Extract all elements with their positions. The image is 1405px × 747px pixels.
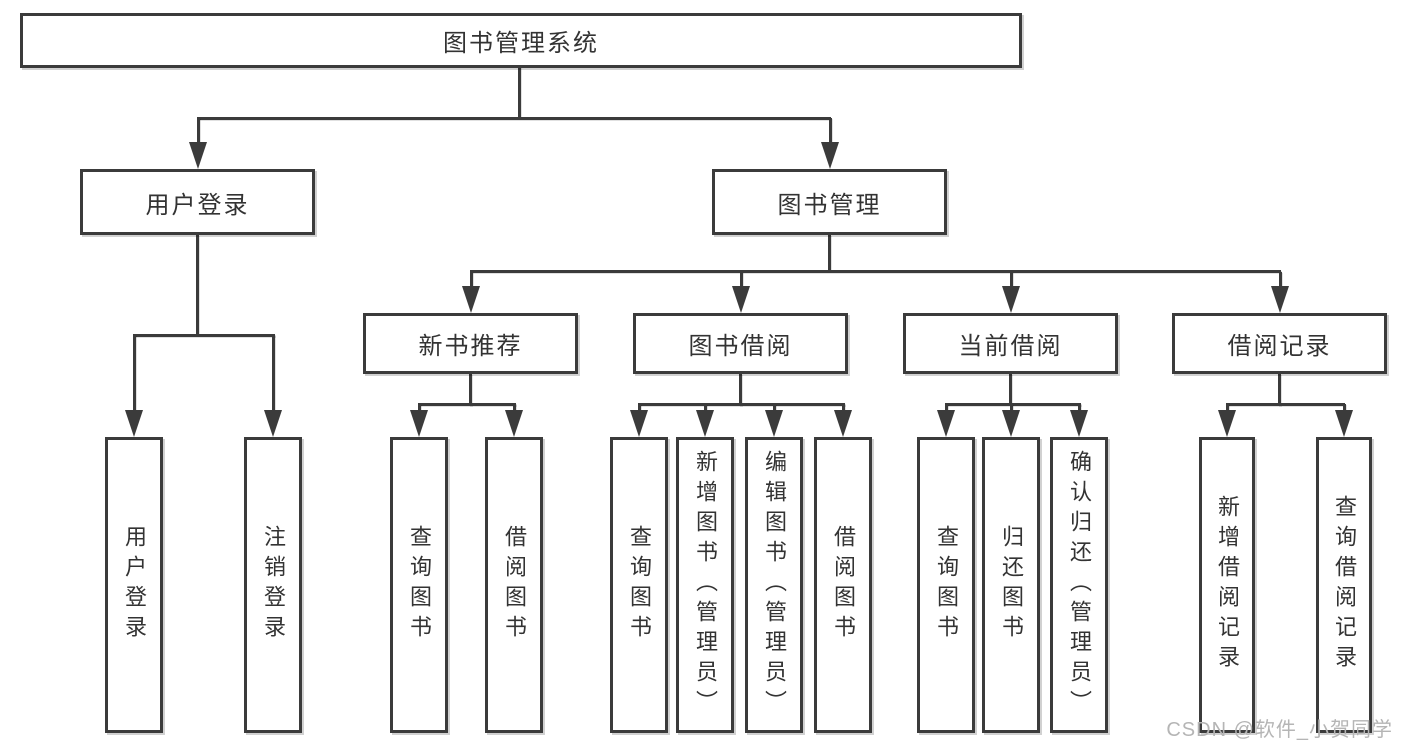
connector-hline <box>638 403 845 406</box>
leaf-confirm-return-admin-label: 确认归还（管理员） <box>1067 450 1092 720</box>
leaf-user-login: 用户登录 <box>105 437 163 733</box>
arrowhead <box>937 410 955 437</box>
leaf-edit-book-admin: 编辑图书（管理员） <box>745 437 803 733</box>
connector-vline <box>470 272 473 288</box>
node-book-borrow: 图书借阅 <box>633 313 848 374</box>
watermark: CSDN @软件_小贺同学 <box>1166 719 1393 741</box>
leaf-edit-book-admin-label: 编辑图书（管理员） <box>762 450 787 720</box>
arrowhead <box>765 410 783 437</box>
leaf-query-borrow-record-label: 查询借阅记录 <box>1332 495 1357 675</box>
connector-vline <box>1279 272 1282 288</box>
connector-vline <box>1078 404 1081 413</box>
arrowhead <box>834 410 852 437</box>
leaf-query-books-1: 查询图书 <box>390 437 448 733</box>
arrowhead <box>1271 286 1289 313</box>
leaf-borrow-books-1: 借阅图书 <box>485 437 543 733</box>
connector-vline <box>1010 404 1013 413</box>
connector-vline <box>518 66 521 119</box>
arrowhead <box>189 142 207 169</box>
leaf-borrow-books-2: 借阅图书 <box>814 437 872 733</box>
node-new-book-recommend: 新书推荐 <box>363 313 578 374</box>
arrowhead <box>732 286 750 313</box>
node-root-label: 图书管理系统 <box>443 30 599 57</box>
node-root: 图书管理系统 <box>20 13 1022 68</box>
connector-vline <box>1343 404 1346 413</box>
node-current-borrow-label: 当前借阅 <box>958 333 1063 360</box>
node-user-login: 用户登录 <box>80 169 315 235</box>
leaf-add-book-admin: 新增图书（管理员） <box>676 437 734 733</box>
leaf-query-books-1-label: 查询图书 <box>407 525 432 645</box>
leaf-borrow-books-1-label: 借阅图书 <box>502 525 527 645</box>
connector-hline <box>945 403 1081 406</box>
connector-vline <box>739 374 742 406</box>
node-book-management: 图书管理 <box>712 169 947 235</box>
connector-vline <box>740 272 743 288</box>
connector-vline <box>1009 374 1012 406</box>
leaf-query-books-2: 查询图书 <box>610 437 668 733</box>
connector-vline <box>1226 404 1229 413</box>
connector-vline <box>704 404 707 413</box>
arrowhead <box>1002 286 1020 313</box>
connector-vline <box>638 404 641 413</box>
node-book-management-label: 图书管理 <box>777 191 882 219</box>
leaf-borrow-books-2-label: 借阅图书 <box>831 525 856 645</box>
arrowhead <box>505 410 523 437</box>
connector-vline <box>1278 374 1281 406</box>
arrowhead <box>125 410 143 437</box>
connector-vline <box>829 118 832 145</box>
leaf-return-book: 归还图书 <box>982 437 1040 733</box>
arrowhead <box>462 286 480 313</box>
leaf-return-book-label: 归还图书 <box>999 525 1024 645</box>
arrowhead <box>264 410 282 437</box>
connector-vline <box>272 335 275 413</box>
connector-hline <box>133 334 275 337</box>
leaf-logout-label: 注销登录 <box>261 525 286 645</box>
leaf-confirm-return-admin: 确认归还（管理员） <box>1050 437 1108 733</box>
connector-hline <box>470 270 1281 273</box>
connector-hline <box>1226 403 1345 406</box>
node-borrow-records: 借阅记录 <box>1172 313 1387 374</box>
connector-vline <box>773 404 776 413</box>
leaf-add-book-admin-label: 新增图书（管理员） <box>693 450 718 720</box>
arrowhead <box>630 410 648 437</box>
leaf-add-borrow-record: 新增借阅记录 <box>1199 437 1255 733</box>
connector-vline <box>828 235 831 272</box>
leaf-user-login-label: 用户登录 <box>122 525 147 645</box>
node-current-borrow: 当前借阅 <box>903 313 1118 374</box>
leaf-add-borrow-record-label: 新增借阅记录 <box>1215 495 1240 675</box>
arrowhead <box>1335 410 1353 437</box>
connector-vline <box>945 404 948 413</box>
arrowhead <box>696 410 714 437</box>
connector-vline <box>1010 272 1013 288</box>
connector-vline <box>418 404 421 413</box>
connector-hline <box>197 117 831 120</box>
node-new-book-recommend-label: 新书推荐 <box>418 333 523 360</box>
node-borrow-records-label: 借阅记录 <box>1227 333 1332 360</box>
connector-vline <box>469 374 472 406</box>
leaf-logout: 注销登录 <box>244 437 302 733</box>
arrowhead <box>821 142 839 169</box>
connector-hline <box>418 403 516 406</box>
connector-vline <box>196 235 199 336</box>
connector-vline <box>197 118 200 145</box>
connector-vline <box>133 335 136 413</box>
connector-vline <box>842 404 845 413</box>
arrowhead <box>410 410 428 437</box>
arrowhead <box>1070 410 1088 437</box>
arrowhead <box>1218 410 1236 437</box>
leaf-query-books-3: 查询图书 <box>917 437 975 733</box>
node-book-borrow-label: 图书借阅 <box>688 333 793 360</box>
leaf-query-borrow-record: 查询借阅记录 <box>1316 437 1372 733</box>
leaf-query-books-2-label: 查询图书 <box>627 525 652 645</box>
connector-vline <box>513 404 516 413</box>
node-user-login-label: 用户登录 <box>145 191 250 219</box>
leaf-query-books-3-label: 查询图书 <box>934 525 959 645</box>
arrowhead <box>1002 410 1020 437</box>
